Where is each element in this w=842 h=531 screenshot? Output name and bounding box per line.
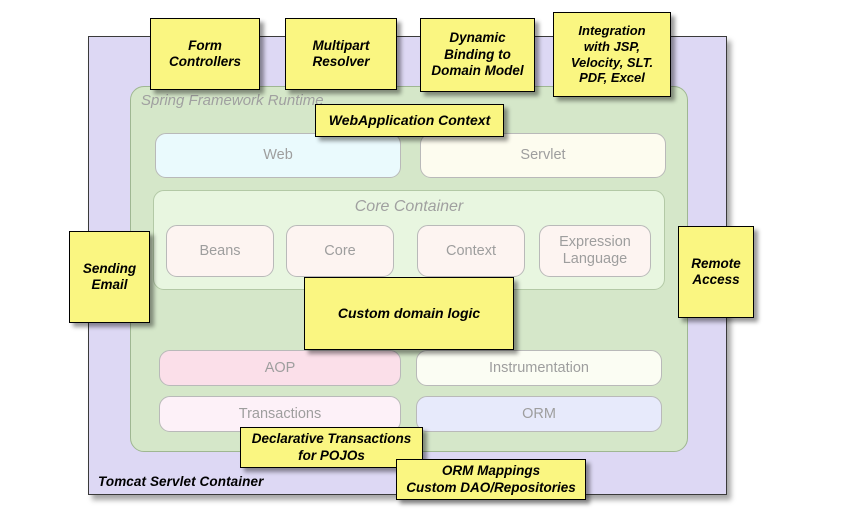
module-aop: AOP bbox=[159, 350, 401, 386]
module-transactions: Transactions bbox=[159, 396, 401, 432]
spring-framework-runtime-label: Spring Framework Runtime bbox=[141, 92, 324, 109]
callout-webapplication-context: WebApplication Context bbox=[315, 104, 504, 137]
callout-form-controllers-text: Form Controllers bbox=[169, 38, 241, 71]
module-servlet-label: Servlet bbox=[520, 147, 566, 164]
callout-declarative-transactions-text: Declarative Transactions for POJOs bbox=[252, 431, 412, 464]
callout-integration-line2: with JSP, bbox=[583, 38, 641, 54]
module-orm: ORM bbox=[416, 396, 662, 432]
callout-remote-access-line2: Access bbox=[692, 272, 740, 287]
callout-multipart-resolver-line2: Resolver bbox=[312, 54, 370, 69]
callout-orm-mappings-line1: ORM Mappings bbox=[441, 463, 541, 479]
callout-webapplication-context-text: WebApplication Context bbox=[329, 112, 491, 129]
module-web: Web bbox=[155, 133, 401, 178]
callout-custom-domain-logic: Custom domain logic bbox=[304, 277, 514, 350]
callout-orm-mappings-text: ORM Mappings Custom DAO/Repositories bbox=[406, 463, 576, 496]
callout-declarative-transactions: Declarative Transactions for POJOs bbox=[240, 427, 423, 468]
callout-integration-line1: Integration bbox=[578, 22, 646, 38]
module-instrumentation-label: Instrumentation bbox=[489, 359, 589, 376]
callout-form-controllers-line2: Controllers bbox=[168, 54, 241, 69]
callout-orm-mappings: ORM Mappings Custom DAO/Repositories bbox=[396, 459, 586, 500]
callout-dynamic-binding-text: Dynamic Binding to Domain Model bbox=[431, 30, 523, 79]
tomcat-servlet-container-label: Tomcat Servlet Container bbox=[98, 474, 264, 489]
callout-integration-text: Integration with JSP, Velocity, SLT. PDF… bbox=[571, 23, 653, 86]
module-servlet: Servlet bbox=[420, 133, 666, 178]
callout-declarative-transactions-line2: for POJOs bbox=[298, 447, 365, 463]
module-beans: Beans bbox=[166, 225, 274, 277]
callout-sending-email-line1: Sending bbox=[82, 260, 137, 276]
callout-dynamic-binding-line3: Domain Model bbox=[431, 63, 524, 79]
module-aop-label: AOP bbox=[264, 359, 296, 376]
callout-dynamic-binding-line2: Binding to bbox=[444, 46, 511, 62]
callout-remote-access-line1: Remote bbox=[691, 255, 741, 271]
callout-declarative-transactions-line1: Declarative Transactions bbox=[251, 431, 412, 447]
callout-remote-access-text: Remote Access bbox=[691, 256, 741, 289]
callout-sending-email-text: Sending Email bbox=[83, 261, 136, 294]
callout-sending-email-line2: Email bbox=[91, 277, 128, 292]
core-container-label: Core Container bbox=[354, 198, 464, 215]
callout-integration-line4: PDF, Excel bbox=[579, 70, 645, 86]
module-transactions-label: Transactions bbox=[238, 405, 322, 422]
module-expression-language: Expression Language bbox=[539, 225, 651, 277]
module-context-label: Context bbox=[446, 242, 496, 259]
module-context: Context bbox=[417, 225, 525, 277]
callout-form-controllers-line1: Form bbox=[188, 37, 222, 53]
callout-integration: Integration with JSP, Velocity, SLT. PDF… bbox=[553, 12, 671, 97]
module-expression-language-label-line2: Language bbox=[562, 251, 628, 267]
callout-multipart-resolver-text: Multipart Resolver bbox=[312, 38, 369, 71]
callout-multipart-resolver: Multipart Resolver bbox=[285, 18, 397, 90]
module-web-label: Web bbox=[263, 147, 293, 164]
callout-dynamic-binding-line1: Dynamic bbox=[449, 30, 506, 46]
callout-custom-domain-logic-text: Custom domain logic bbox=[338, 305, 480, 322]
callout-webapplication-context-line1: WebApplication Context bbox=[328, 111, 491, 128]
module-expression-language-label-line1: Expression bbox=[559, 233, 631, 250]
callout-sending-email: Sending Email bbox=[69, 231, 150, 323]
callout-form-controllers: Form Controllers bbox=[150, 18, 260, 90]
callout-remote-access: Remote Access bbox=[678, 226, 754, 318]
callout-dynamic-binding: Dynamic Binding to Domain Model bbox=[420, 18, 535, 92]
callout-custom-domain-logic-line1: Custom domain logic bbox=[337, 304, 481, 321]
callout-integration-line3: Velocity, SLT. bbox=[570, 54, 654, 70]
callout-multipart-resolver-line1: Multipart bbox=[312, 37, 370, 53]
module-expression-language-label: Expression Language bbox=[559, 234, 631, 269]
module-core-label: Core bbox=[324, 242, 356, 259]
callout-orm-mappings-line2: Custom DAO/Repositories bbox=[406, 479, 576, 495]
module-core: Core bbox=[286, 225, 394, 277]
module-instrumentation: Instrumentation bbox=[416, 350, 662, 386]
module-orm-label: ORM bbox=[522, 405, 556, 422]
module-beans-label: Beans bbox=[199, 242, 241, 259]
